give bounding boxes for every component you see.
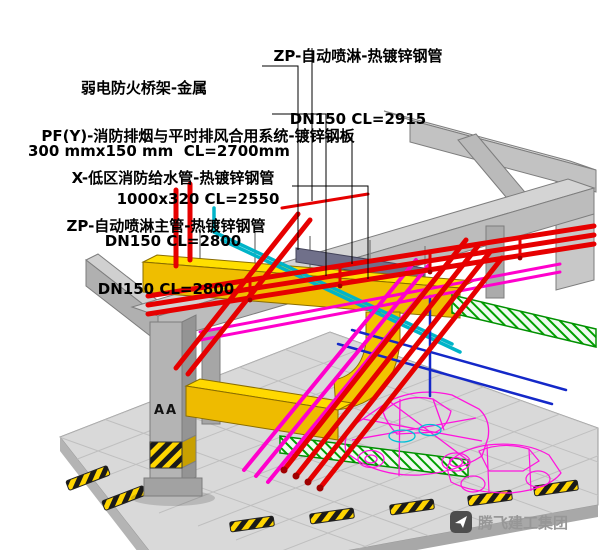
annotation-line1: ZP-自动喷淋主管-热镀锌钢管 bbox=[66, 217, 266, 235]
pipe-end-caps bbox=[247, 255, 523, 492]
annotation-fire-water: X-低区消防给水管-热镀锌钢管 DN150 CL=2800 bbox=[28, 126, 318, 273]
leader-line-smoke-duct bbox=[272, 113, 327, 276]
car-wireframe-main bbox=[344, 391, 490, 477]
sprinkler-branch bbox=[280, 192, 370, 210]
annotation-line1: X-低区消防给水管-热镀锌钢管 bbox=[71, 169, 275, 187]
annotation-line2: DN150 CL=2800 bbox=[97, 280, 235, 298]
leader-line-fire-water bbox=[318, 137, 353, 264]
annotation-line2: DN150 CL=2915 bbox=[289, 110, 427, 128]
wheel-stop bbox=[533, 479, 579, 497]
annotation-line1: PF(Y)-消防排烟与平时排风合用系统-镀锌钢板 bbox=[41, 127, 355, 145]
column-sign: AA bbox=[154, 403, 178, 418]
fire-water-pipe bbox=[173, 211, 301, 371]
fire-water-pipe bbox=[305, 249, 493, 485]
column-base bbox=[143, 477, 203, 497]
car-mesh bbox=[351, 398, 483, 477]
car-wireframe-second bbox=[446, 443, 562, 494]
slab-edge-front bbox=[350, 505, 598, 550]
leader-line-cable-tray bbox=[262, 65, 299, 250]
annotation-line2: 1000x320 CL=2550 bbox=[116, 190, 280, 208]
column-hazard-stripe bbox=[149, 441, 183, 469]
fire-water-pipe bbox=[281, 237, 469, 473]
car-body bbox=[446, 443, 562, 494]
watermark: 腾飞建工集团 bbox=[450, 511, 568, 533]
annotation-line2: DN150 CL=2800 bbox=[104, 232, 242, 250]
watermark-logo-icon bbox=[450, 511, 472, 533]
wheel-stop bbox=[309, 507, 355, 525]
watermark-text: 腾飞建工集团 bbox=[478, 513, 569, 532]
car-mesh bbox=[486, 444, 532, 494]
wheel-stop bbox=[467, 489, 513, 507]
wheel-stops bbox=[65, 465, 579, 533]
car-body bbox=[344, 391, 490, 476]
annotation-line1: 弱电防火桥架-金属 bbox=[80, 79, 208, 97]
annotation-cable-tray: 弱电防火桥架-金属 300 mmx150 mm CL=2700mm bbox=[28, 36, 290, 183]
drain-pipes-magenta bbox=[198, 258, 562, 484]
slab-edge-left bbox=[60, 437, 149, 550]
upper-beam-front bbox=[409, 119, 597, 193]
car-interior bbox=[418, 423, 442, 437]
car-interior bbox=[388, 429, 416, 443]
fire-water-pipe bbox=[293, 243, 481, 479]
wheel-stop bbox=[389, 498, 435, 516]
car-wheel bbox=[525, 470, 551, 488]
duct-lower-front bbox=[185, 385, 339, 441]
annotation-sprinkler-branch: ZP-自动喷淋-热镀锌钢管 DN150 CL=2915 bbox=[248, 4, 468, 151]
leader-lines bbox=[262, 48, 369, 279]
annotation-smoke-duct: PF(Y)-消防排烟与平时排风合用系统-镀锌钢板 1000x320 CL=255… bbox=[2, 84, 394, 231]
car-wheel bbox=[460, 475, 486, 493]
green-tray-upper bbox=[451, 294, 597, 348]
car-wheel bbox=[357, 449, 385, 469]
wheel-stop bbox=[229, 515, 275, 533]
annotation-line2: 300 mmx150 mm CL=2700mm bbox=[28, 142, 290, 160]
annotation-line1: ZP-自动喷淋-热镀锌钢管 bbox=[273, 47, 443, 65]
annotation-sprinkler-main: ZP-自动喷淋主管-热镀锌钢管 DN150 CL=2800 bbox=[40, 174, 292, 321]
car-wheel-hub bbox=[364, 454, 378, 464]
car-wheel bbox=[441, 452, 471, 472]
fire-water-pipe bbox=[317, 255, 505, 491]
wheel-stop bbox=[65, 465, 111, 491]
leader-line-sprinkler-main bbox=[292, 185, 369, 279]
